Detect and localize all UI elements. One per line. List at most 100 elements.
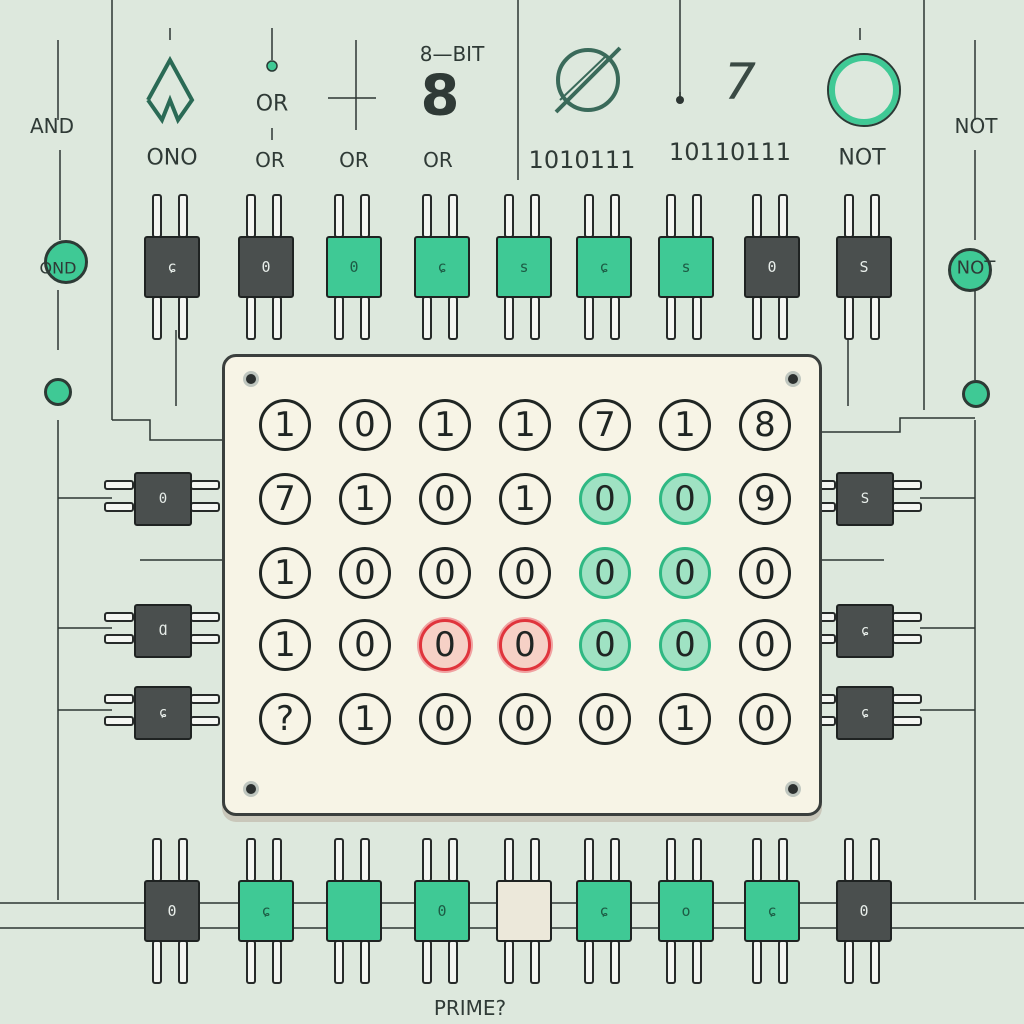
bit-cell: 1 [499, 399, 551, 451]
chip-pin [448, 940, 458, 984]
bit-cell: 0 [579, 473, 631, 525]
not-node-label: NOT [956, 257, 996, 279]
bit-cell: 0 [579, 547, 631, 599]
chip-pin [272, 940, 282, 984]
chip-pin [892, 716, 922, 726]
left-junction-node [44, 378, 72, 406]
chip-pin [104, 480, 134, 490]
chip-label: 0 [836, 880, 892, 942]
chip-pin [778, 940, 788, 984]
chip-pin [892, 612, 922, 622]
not-center-label: NOT [838, 145, 886, 171]
chip-pin [246, 296, 256, 340]
bottom-chip [326, 838, 382, 984]
bit-cell: 0 [499, 693, 551, 745]
eight-bit-label: 8—BIT [419, 42, 485, 66]
chip-pin [104, 694, 134, 704]
chip-label: ɕ [836, 686, 894, 740]
chip-pin [584, 940, 594, 984]
bit-cell: 8 [739, 399, 791, 451]
bit-cell: 7 [579, 399, 631, 451]
bit-cell: 1 [259, 399, 311, 451]
chip-label: 0 [238, 236, 294, 298]
chip-pin [610, 838, 620, 882]
chip-pin [334, 838, 344, 882]
screw [785, 781, 801, 797]
not-right-label: NOT [954, 114, 998, 138]
bottom-chip: o [658, 838, 714, 984]
bit-cell: 0 [419, 619, 471, 671]
or-label-3: OR [423, 148, 453, 172]
chip-label: 0 [134, 472, 192, 526]
chip-pin [178, 194, 188, 238]
right-chip: ɕ [806, 604, 922, 658]
or-top-label: OR [255, 91, 289, 117]
bit-cell: 1 [259, 547, 311, 599]
chip-label: ɕ [414, 236, 470, 298]
or-label-1: OR [255, 148, 285, 172]
bit-cell: 1 [419, 399, 471, 451]
chip-label: ɕ [836, 604, 894, 658]
bit-cell: 0 [739, 619, 791, 671]
chip-label: ɕ [238, 880, 294, 942]
bit-cell: 0 [579, 619, 631, 671]
right-junction-node [962, 380, 990, 408]
chip-label: o [658, 880, 714, 942]
not-gate-circle-icon [829, 55, 899, 125]
chip-pin [360, 940, 370, 984]
bit-cell: 7 [259, 473, 311, 525]
chip-pin [448, 194, 458, 238]
right-chip: S [806, 472, 922, 526]
chip-pin [752, 296, 762, 340]
chip-pin [584, 838, 594, 882]
chip-pin [504, 296, 514, 340]
bit-cell: 0 [739, 693, 791, 745]
chip-label: 0 [414, 880, 470, 942]
bit-cell: 1 [659, 693, 711, 745]
chip-pin [870, 194, 880, 238]
left-chip: 0 [104, 472, 220, 526]
chip-label [326, 880, 382, 942]
chip-pin [334, 296, 344, 340]
chip-pin [870, 838, 880, 882]
chip-pin [752, 194, 762, 238]
chip-pin [504, 194, 514, 238]
chip-pin [190, 634, 220, 644]
chip-label: s [658, 236, 714, 298]
chip-pin [692, 940, 702, 984]
bit-cell: 1 [339, 693, 391, 745]
bit-cell: 0 [419, 547, 471, 599]
chip-label: 0 [744, 236, 800, 298]
chip-pin [610, 940, 620, 984]
bit-cell: 0 [659, 619, 711, 671]
chip-pin [190, 694, 220, 704]
chip-pin [778, 296, 788, 340]
chip-pin [870, 940, 880, 984]
chip-label: S [836, 236, 892, 298]
chip-pin [844, 194, 854, 238]
chip-pin [334, 194, 344, 238]
top-chip: ɕ [414, 194, 470, 340]
chip-pin [246, 194, 256, 238]
bottom-chip: ɕ [576, 838, 632, 984]
chip-label: Ɑ [134, 604, 192, 658]
bit-cell: 0 [499, 547, 551, 599]
chip-pin [448, 838, 458, 882]
chip-pin [178, 296, 188, 340]
chip-pin [152, 296, 162, 340]
chip-pin [584, 194, 594, 238]
chip-pin [778, 838, 788, 882]
top-chip: 0 [238, 194, 294, 340]
chip-pin [844, 838, 854, 882]
bit-cell: 0 [499, 619, 551, 671]
right-chip: ɕ [806, 686, 922, 740]
chip-pin [104, 502, 134, 512]
chip-pin [504, 940, 514, 984]
bit-cell: 0 [579, 693, 631, 745]
chip-pin [666, 296, 676, 340]
chip-label: 0 [144, 880, 200, 942]
ono-label: ONO [146, 145, 198, 171]
bit-cell: 1 [259, 619, 311, 671]
chip-pin [778, 194, 788, 238]
